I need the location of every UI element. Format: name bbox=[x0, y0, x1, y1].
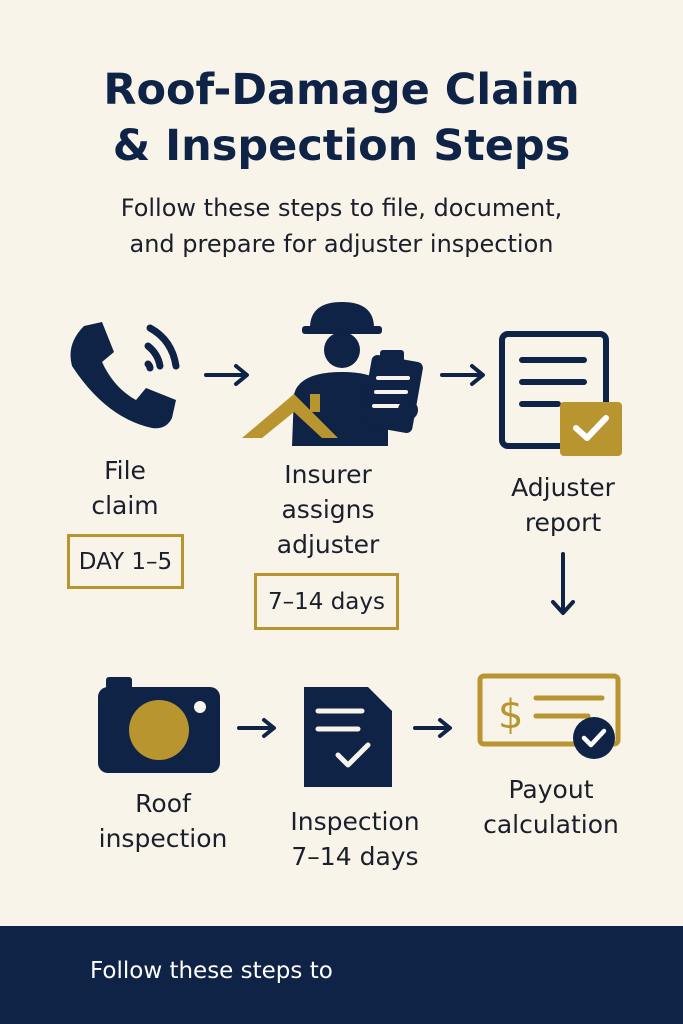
arrow-right-icon bbox=[413, 718, 452, 738]
footer-bar: Follow these steps to bbox=[0, 926, 683, 1024]
camera-icon bbox=[98, 677, 220, 773]
step-label-file-claim: File claim bbox=[91, 456, 159, 520]
arrow-right-icon bbox=[204, 364, 249, 386]
arrow-right-icon bbox=[440, 364, 485, 386]
step-label-inspection-days: Inspection 7–14 days bbox=[290, 807, 420, 871]
step-label-assign-adjuster: Insurer assigns adjuster bbox=[276, 460, 380, 559]
day-badge: DAY 1–5 bbox=[67, 534, 184, 589]
check-payment-icon: $ bbox=[477, 673, 621, 759]
duration-badge: 7–14 days bbox=[254, 573, 399, 630]
step-label-adjuster-report: Adjuster report bbox=[511, 473, 615, 537]
svg-text:$: $ bbox=[498, 692, 523, 738]
footer-text: Follow these steps to bbox=[90, 958, 333, 984]
report-check-icon bbox=[499, 331, 622, 456]
step-label-roof-inspection: Roof inspection bbox=[98, 789, 228, 853]
arrow-down-icon bbox=[551, 552, 575, 615]
document-check-icon bbox=[304, 687, 392, 787]
page-subtitle: Follow these steps to file, document, an… bbox=[120, 194, 563, 258]
adjuster-clipboard-icon bbox=[242, 302, 423, 446]
page-title: Roof-Damage Claim & Inspection Steps bbox=[103, 65, 580, 171]
arrow-right-icon bbox=[237, 718, 276, 738]
step-label-payout: Payout calculation bbox=[483, 775, 619, 839]
phone-icon bbox=[70, 322, 180, 429]
